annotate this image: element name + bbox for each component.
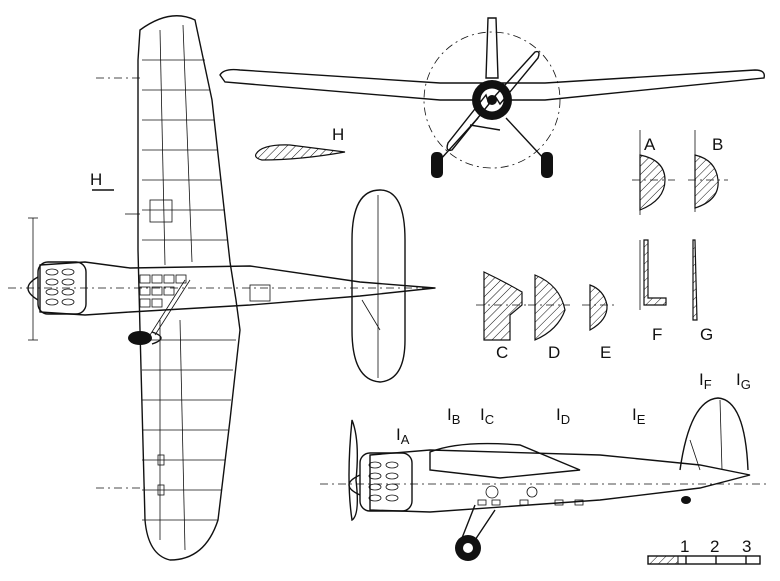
plan-wheel xyxy=(128,331,152,345)
svg-text:IF: IF xyxy=(699,370,712,392)
side-fuselage xyxy=(369,449,751,513)
airfoil-section-h xyxy=(255,144,346,161)
side-engine-cowling xyxy=(359,452,413,512)
station-markers: IA IB IC ID IE IF IG xyxy=(396,370,751,447)
section-profiles: A B C D E F G xyxy=(476,130,728,362)
section-b-label: B xyxy=(712,135,723,154)
section-f-profile xyxy=(643,239,667,306)
scale-tick-1: 1 xyxy=(680,537,689,556)
section-h-wing-label: H xyxy=(332,125,344,144)
svg-text:IB: IB xyxy=(447,405,460,427)
section-g-profile xyxy=(692,239,698,321)
plan-wing-ribs xyxy=(142,24,236,551)
front-prop-disc xyxy=(423,31,561,169)
section-a-label: A xyxy=(644,135,656,154)
side-fin xyxy=(679,397,749,471)
front-wing xyxy=(219,68,765,101)
station-marker-c: IC xyxy=(480,405,494,427)
side-cowl-vents xyxy=(368,461,399,502)
section-a-profile xyxy=(639,154,666,211)
scale-tick-3: 3 xyxy=(742,537,751,556)
section-h-plan-label: H xyxy=(90,170,102,189)
front-landing-gear xyxy=(439,117,546,161)
front-view xyxy=(219,17,765,178)
plan-cowl-vents xyxy=(45,268,75,306)
svg-text:IA: IA xyxy=(396,425,410,447)
front-propeller xyxy=(446,50,540,152)
section-d-label: D xyxy=(548,343,560,362)
section-b-profile xyxy=(694,154,719,209)
scale-bar: 1 2 3 xyxy=(647,537,761,565)
section-c-profile xyxy=(483,271,523,341)
side-tail-wheel xyxy=(681,496,691,504)
station-marker-f: IF xyxy=(699,370,712,392)
side-canopy xyxy=(429,442,581,479)
svg-text:IC: IC xyxy=(480,405,494,427)
plan-view xyxy=(8,15,440,561)
svg-text:IG: IG xyxy=(736,370,751,392)
side-panel-detail xyxy=(477,485,584,506)
front-left-wheel xyxy=(431,152,443,178)
section-e-label: E xyxy=(600,343,611,362)
plan-wing-outline xyxy=(137,15,241,561)
svg-text:IE: IE xyxy=(632,405,646,427)
station-marker-g: IG xyxy=(736,370,751,392)
section-f-label: F xyxy=(652,325,662,344)
station-marker-d: ID xyxy=(556,405,570,427)
section-e-profile xyxy=(589,284,608,332)
plan-cockpit-detail xyxy=(139,274,271,336)
side-propeller xyxy=(348,419,359,522)
station-marker-e: IE xyxy=(632,405,646,427)
scale-tick-2: 2 xyxy=(710,537,719,556)
station-marker-a: IA xyxy=(396,425,410,447)
section-g-label: G xyxy=(700,325,713,344)
section-d-profile xyxy=(534,274,566,341)
side-spinner xyxy=(348,474,361,496)
front-right-wheel xyxy=(541,152,553,178)
side-landing-gear xyxy=(461,504,496,541)
station-marker-b: IB xyxy=(447,405,460,427)
front-fin xyxy=(485,17,499,79)
section-c-label: C xyxy=(496,343,508,362)
plan-horizontal-tail xyxy=(351,189,406,383)
side-view xyxy=(320,397,770,561)
svg-text:ID: ID xyxy=(556,405,570,427)
